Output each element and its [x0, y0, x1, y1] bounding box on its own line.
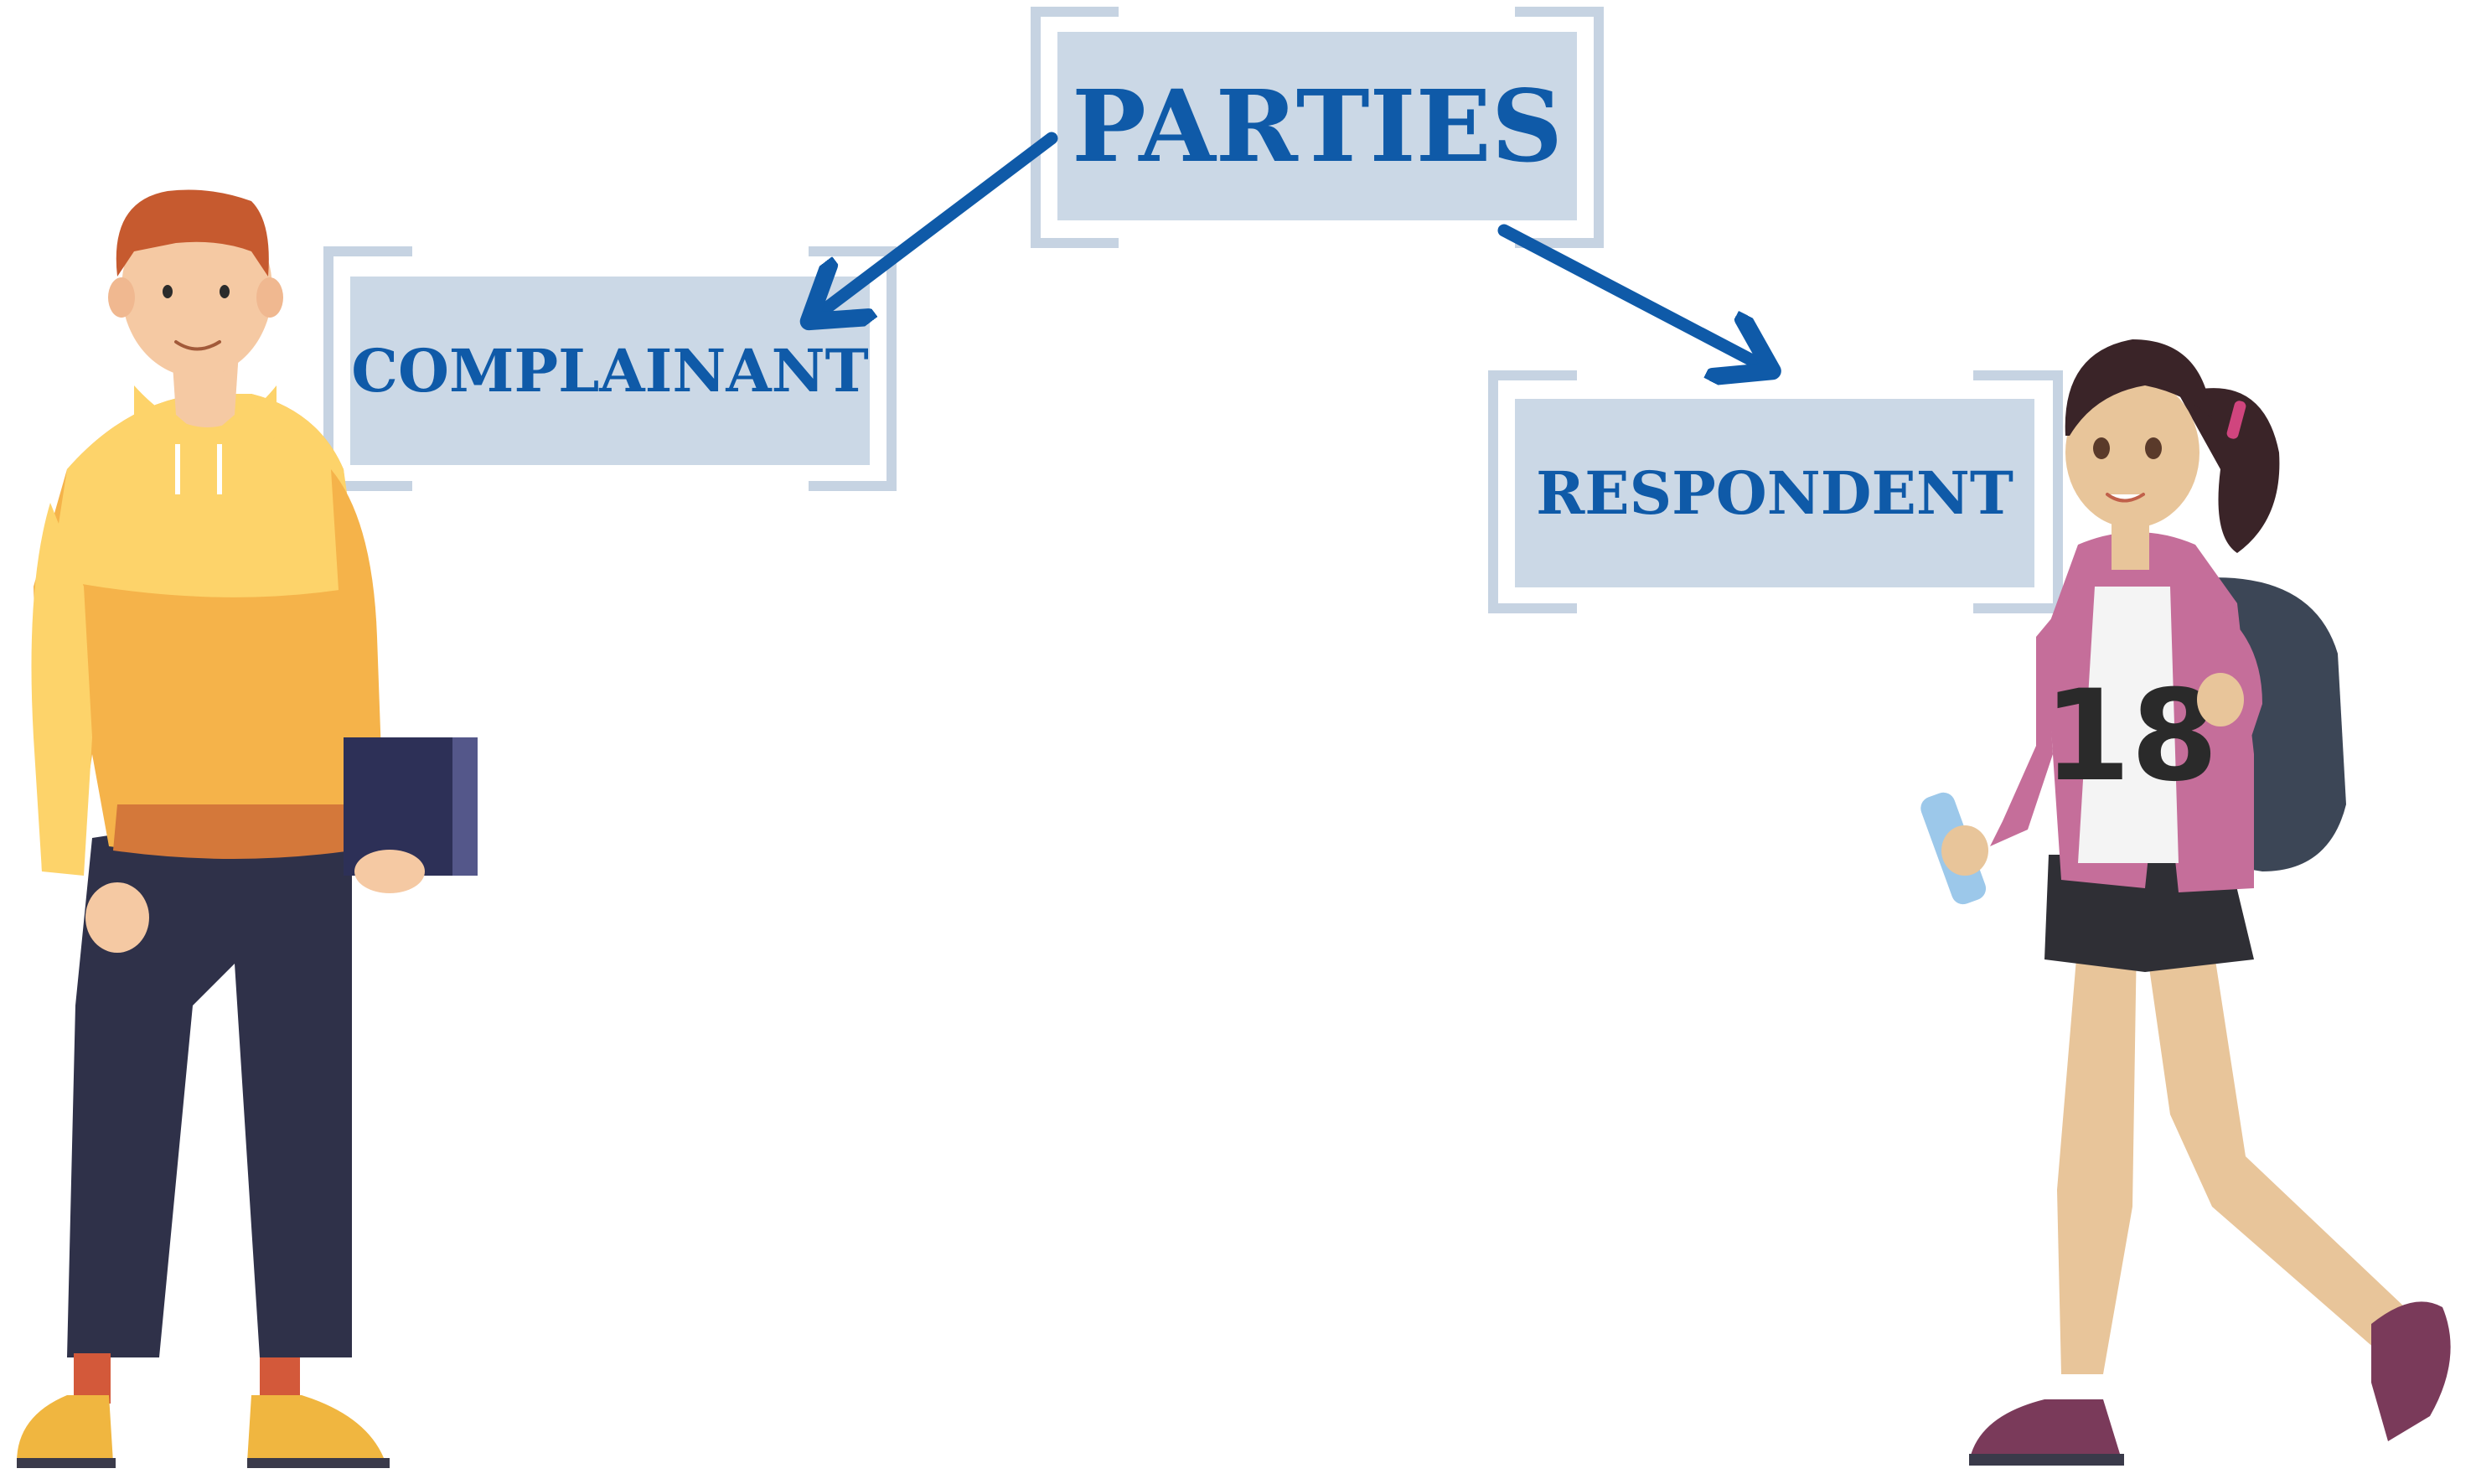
complainant-box — [323, 246, 897, 491]
respondent-figure: 18 — [1920, 339, 2451, 1466]
left-shoe-r — [1969, 1399, 2120, 1462]
hand-bottle — [1941, 825, 1988, 876]
right-leg — [2145, 938, 2405, 1349]
respondent-box-brackets — [1488, 370, 2063, 613]
complainant-box-fill — [350, 277, 870, 465]
arrow-to-respondent — [1497, 224, 1768, 369]
respondent-box-fill — [1515, 399, 2034, 587]
left-shoe — [17, 1395, 113, 1462]
parties-box-fill — [1057, 32, 1577, 220]
shirt — [2078, 587, 2179, 863]
respondent-label: RESPONDENT — [1536, 458, 2013, 528]
complainant-label: COMPLAINANT — [351, 336, 869, 406]
right-shoe-r — [2371, 1301, 2451, 1441]
pants — [67, 825, 352, 1357]
parties-label: PARTIES — [1072, 68, 1563, 184]
hoodie-waistband — [113, 804, 352, 859]
respondent-box — [1488, 370, 2063, 613]
head-r — [2065, 377, 2199, 528]
right-shoe — [247, 1395, 385, 1462]
shirt-number: 18 — [2044, 664, 2219, 809]
right-sock — [260, 1357, 300, 1399]
hand-strap — [2197, 673, 2244, 726]
right-hand — [354, 850, 425, 893]
complainant-box-brackets — [323, 246, 897, 491]
left-leg — [2057, 938, 2137, 1374]
hair-r — [2065, 339, 2212, 436]
left-hand — [85, 882, 149, 953]
complainant-figure — [17, 189, 478, 1468]
parties-box — [1031, 7, 1604, 248]
parties-box-brackets — [1031, 7, 1604, 248]
hair — [116, 189, 269, 277]
left-sleeve — [31, 503, 92, 876]
ponytail — [2179, 388, 2280, 553]
arrow-to-complainant — [813, 132, 1058, 318]
